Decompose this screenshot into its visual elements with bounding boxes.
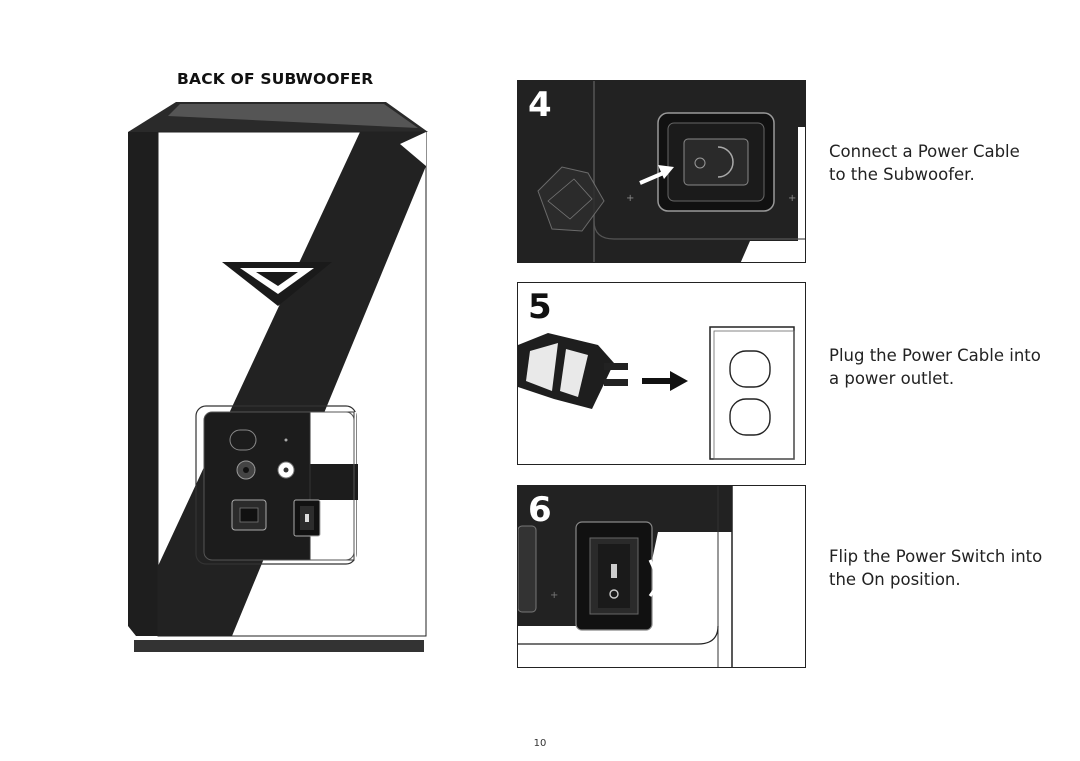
- step-4-line1: Connect a Power Cable: [829, 142, 1020, 161]
- step-6-panel: + 6: [517, 485, 806, 668]
- step-5-line1: Plug the Power Cable into: [829, 346, 1041, 365]
- subwoofer-back-illustration: [128, 102, 428, 652]
- step-4-line2: to the Subwoofer.: [829, 165, 975, 184]
- svg-text:+: +: [550, 590, 558, 601]
- step-5-illustration: [518, 283, 805, 464]
- svg-text:+: +: [626, 193, 634, 204]
- subwoofer-base: [134, 640, 424, 652]
- step-5-panel: 5: [517, 282, 806, 465]
- step-4-illustration: + +: [518, 81, 805, 262]
- step-5-instruction: Plug the Power Cable into a power outlet…: [829, 344, 1069, 390]
- section-title: BACK OF SUBWOOFER: [177, 70, 374, 88]
- arrow-right-icon: [642, 371, 688, 391]
- step-6-instruction: Flip the Power Switch into the On positi…: [829, 545, 1069, 591]
- brand-logo-icon: [222, 262, 332, 306]
- step-5-line2: a power outlet.: [829, 369, 955, 388]
- svg-text:+: +: [788, 193, 796, 204]
- subwoofer-left-side: [128, 132, 158, 636]
- step-4-number: 4: [528, 85, 552, 125]
- power-switch-icon: [575, 521, 653, 631]
- step-4-panel: + + 4: [517, 80, 806, 263]
- power-cable-plug-icon: [537, 166, 605, 232]
- arrow-right-icon: [639, 165, 674, 185]
- power-plug-icon: [518, 333, 628, 409]
- step-6-line2: the On position.: [829, 570, 961, 589]
- step-6-illustration: +: [518, 486, 805, 667]
- step-6-line1: Flip the Power Switch into: [829, 547, 1043, 566]
- wall-outlet-icon: [709, 326, 795, 460]
- step-5-number: 5: [528, 287, 552, 327]
- page-number: 10: [533, 738, 547, 749]
- step-6-number: 6: [528, 490, 552, 530]
- step-4-instruction: Connect a Power Cable to the Subwoofer.: [829, 140, 1069, 186]
